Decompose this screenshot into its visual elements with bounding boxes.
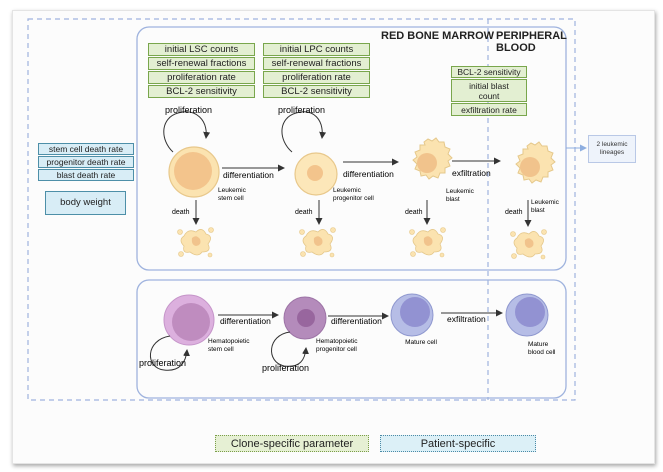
apoptotic-cell-icon	[510, 229, 547, 260]
lpc-death-label: death	[295, 209, 313, 216]
blast-param-initial-count: initial blast count	[451, 79, 527, 102]
lsc-param-proliferation: proliferation rate	[148, 71, 255, 84]
blast-param-exfiltration: exfiltration rate	[451, 103, 527, 116]
hsc-proliferation-arrow	[149, 335, 190, 371]
patient-param-stem-death: stem cell death rate	[38, 143, 134, 155]
lsc-proliferation-arrow	[163, 111, 211, 153]
lsc-param-bcl2: BCL-2 sensitivity	[148, 85, 255, 98]
lpc-param-proliferation: proliferation rate	[263, 71, 370, 84]
peripheral-blood-title: PERIPHERAL BLOOD	[496, 30, 567, 54]
mature-cell-label: Mature cell	[405, 339, 437, 346]
mature-blood-cell-icon	[505, 293, 549, 337]
lsc-proliferation-label: proliferation	[165, 105, 212, 115]
lsc-param-self-renewal: self-renewal fractions	[148, 57, 255, 70]
apoptotic-cell-icon	[409, 227, 446, 258]
hpc-proliferation-label: proliferation	[262, 363, 309, 373]
lpc-proliferation-arrow	[281, 111, 327, 153]
lsc-param-initial-counts: initial LSC counts	[148, 43, 255, 56]
hpc-proliferation-arrow	[271, 331, 309, 367]
leukemic-progenitor-cell-icon	[294, 152, 338, 196]
hpc-differentiation-label: differentiation	[331, 316, 382, 326]
blast-param-bcl2: BCL-2 sensitivity	[451, 66, 527, 78]
healthy-compartment	[136, 279, 567, 399]
bone-marrow-title: RED BONE MARROW	[381, 30, 495, 42]
patient-region-outline	[27, 18, 576, 401]
hematopoietic-stem-cell-icon	[163, 294, 215, 346]
patient-param-body-weight: body weight	[45, 191, 126, 215]
legend-patient-specific: Patient-specific	[380, 435, 536, 452]
mature-exfiltration-label: exfiltration	[447, 314, 486, 324]
hsc-differentiation-label: differentiation	[220, 316, 271, 326]
hematopoietic-progenitor-cell-icon	[283, 296, 327, 340]
apoptotic-cell-icon	[177, 227, 214, 258]
lsc-death-label: death	[172, 209, 190, 216]
leukemic-stem-cell-icon	[168, 146, 220, 198]
output-leukemic-lineages: 2 leukemic lineages	[588, 135, 636, 163]
apoptotic-cell-icon	[299, 227, 336, 258]
blood-blast-death-label: death	[505, 209, 523, 216]
blast-exfiltration-label: exfiltration	[452, 168, 491, 178]
lpc-proliferation-label: proliferation	[278, 105, 325, 115]
legend-clone-specific: Clone-specific parameter	[215, 435, 369, 452]
patient-param-progenitor-death: progenitor death rate	[38, 156, 134, 168]
hsc-proliferation-label: proliferation	[139, 358, 186, 368]
lpc-param-bcl2: BCL-2 sensitivity	[263, 85, 370, 98]
lpc-param-self-renewal: self-renewal fractions	[263, 57, 370, 70]
blood-leukemic-blast-icon	[515, 141, 556, 184]
lpc-differentiation-label: differentiation	[343, 169, 394, 179]
mature-cell-icon	[390, 293, 434, 337]
leukemic-blast-icon	[412, 137, 453, 180]
patient-param-blast-death: blast death rate	[38, 169, 134, 181]
lsc-differentiation-label: differentiation	[223, 170, 274, 180]
blast-death-label: death	[405, 209, 423, 216]
lpc-param-initial-counts: initial LPC counts	[263, 43, 370, 56]
